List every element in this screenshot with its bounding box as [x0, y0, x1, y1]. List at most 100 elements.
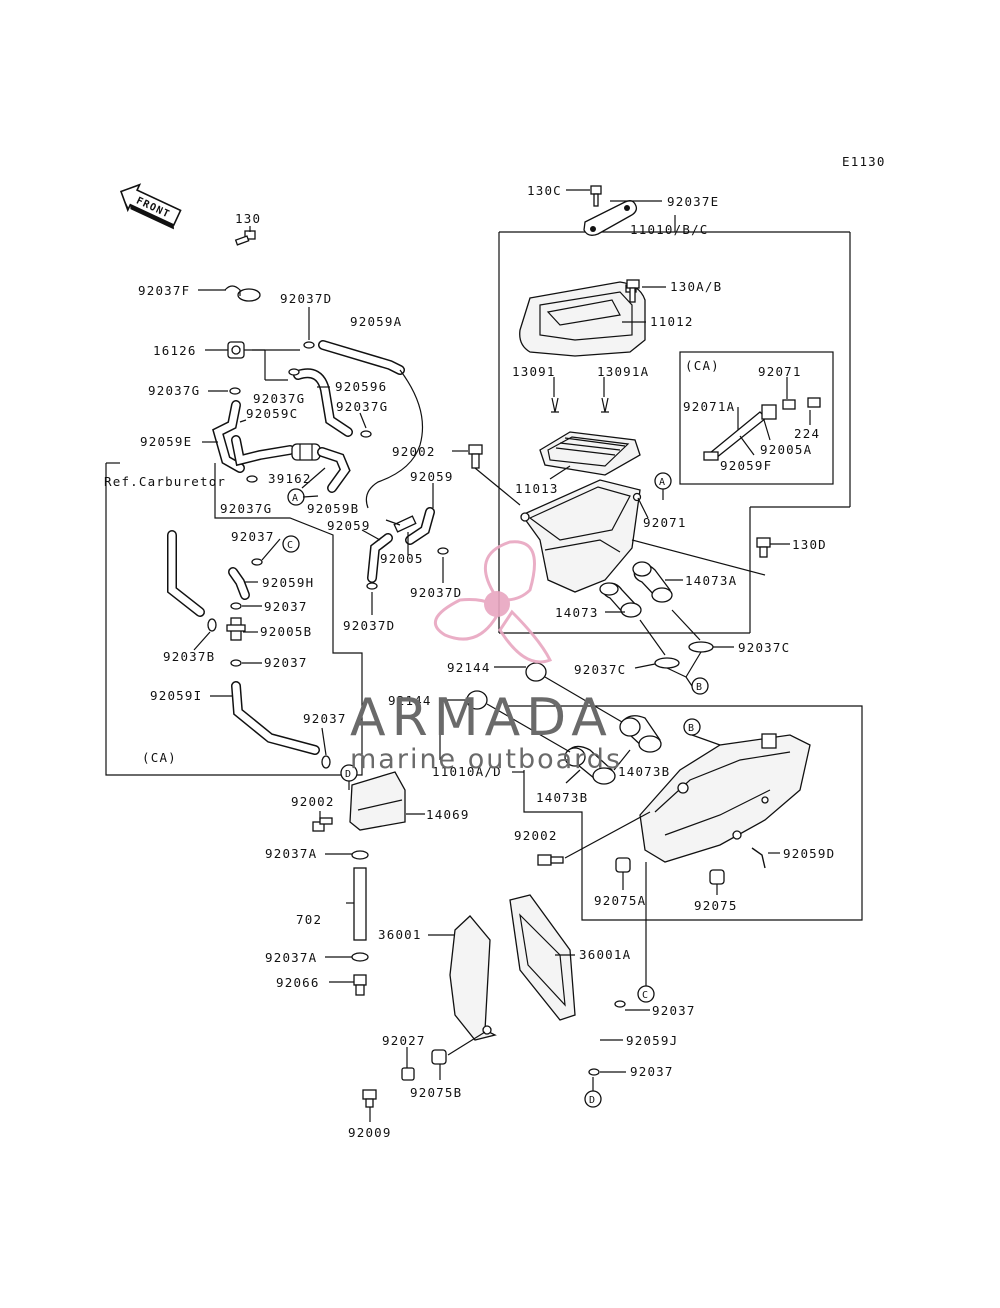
hose-92059-a — [405, 507, 435, 545]
clamp-92037A-a — [351, 850, 369, 860]
label-92037-e: 92037 — [652, 1003, 696, 1018]
bolt-130 — [234, 230, 256, 246]
label-36001A: 36001A — [579, 947, 631, 962]
label-92059J: 92059J — [626, 1033, 678, 1048]
label-92037G-d: 92037G — [220, 501, 272, 516]
clamp-92037G-a — [229, 387, 241, 395]
label-16126: 16126 — [153, 343, 197, 358]
diagram-code: E1130 — [842, 154, 886, 169]
label-130AB: 130A/B — [670, 279, 722, 294]
airbox-cover-11012 — [519, 281, 646, 357]
label-92059-b: 92059 — [327, 518, 371, 533]
clamp-92037D-top — [303, 341, 315, 349]
label-92075B: 92075B — [410, 1085, 462, 1100]
label-92059H: 92059H — [262, 575, 314, 590]
callout-b-top: B — [691, 677, 709, 695]
label-92037F: 92037F — [138, 283, 190, 298]
clamp-92037G-b — [288, 368, 300, 376]
bolt-92002-lower — [537, 854, 564, 866]
valve-16126 — [227, 341, 300, 359]
elbow-92059D — [751, 847, 766, 869]
leader-lines — [193, 189, 811, 1122]
label-11013: 11013 — [515, 481, 559, 496]
label-92037A-a: 92037A — [265, 846, 317, 861]
label-224: 224 — [794, 426, 820, 441]
label-92037C-b: 92037C — [574, 662, 626, 677]
part-labels: 130C 92037E 11010/B/C 130 92037F 92037D … — [104, 183, 835, 1140]
label-920596: 920596 — [335, 379, 387, 394]
label-92005B: 92005B — [260, 624, 312, 639]
callout-d-lower: D — [584, 1090, 602, 1108]
bolt-224 — [807, 397, 821, 408]
label-14069: 14069 — [426, 807, 470, 822]
clamp-92037C-b — [688, 641, 714, 653]
label-14073B-a: 14073B — [618, 764, 670, 779]
svg-text:D: D — [345, 769, 352, 780]
propeller-logo-icon — [433, 540, 553, 664]
bolt-92002-top — [468, 444, 483, 469]
label-92037-d: 92037 — [303, 711, 347, 726]
bolt-92002-left — [312, 817, 333, 832]
callout-b-lower: B — [683, 718, 701, 736]
label-11012: 11012 — [650, 314, 694, 329]
ca-box-label: (CA) — [685, 358, 720, 373]
label-92037G-a: 92037G — [148, 383, 200, 398]
label-14073B-b: 14073B — [536, 790, 588, 805]
watermark-brand: ARMADA — [350, 688, 613, 748]
clamp-92037-c — [230, 659, 242, 667]
label-92037-c: 92037 — [264, 655, 308, 670]
label-92027: 92027 — [382, 1033, 426, 1048]
label-92059I: 92059I — [150, 688, 202, 703]
plate-92037E — [583, 200, 638, 236]
hose-92059I — [231, 681, 320, 755]
callout-a-right: A — [654, 472, 672, 490]
bolt-130AB — [626, 279, 640, 303]
label-92144-a: 92144 — [447, 660, 491, 675]
label-92037B: 92037B — [163, 649, 215, 664]
svg-text:A: A — [659, 477, 666, 488]
label-14073: 14073 — [555, 605, 599, 620]
fitting-92071A — [703, 451, 719, 461]
fitting-92066 — [353, 974, 367, 996]
label-130C: 130C — [527, 183, 562, 198]
filter-39162 — [291, 443, 321, 461]
label-130D: 130D — [792, 537, 827, 552]
upper-assembly-box — [498, 215, 851, 634]
hose-92059A — [318, 340, 423, 509]
label-92037: 92037 — [231, 529, 275, 544]
fitting-92005B — [226, 617, 246, 641]
label-92075: 92075 — [694, 898, 738, 913]
duct-14073 — [599, 582, 642, 618]
label-92059E: 92059E — [140, 434, 192, 449]
fitting-92005 — [393, 515, 417, 533]
label-92059A: 92059A — [350, 314, 402, 329]
label-92037E: 92037E — [667, 194, 719, 209]
label-702: 702 — [296, 912, 322, 927]
label-92071A: 92071A — [683, 399, 735, 414]
clamp-92037G-d — [246, 475, 258, 483]
label-92037D-top: 92037D — [280, 291, 332, 306]
hose-702 — [353, 867, 367, 941]
hose-920596 — [293, 368, 353, 437]
svg-text:B: B — [688, 723, 695, 734]
label-92009: 92009 — [348, 1125, 392, 1140]
label-92071-ca: 92071 — [758, 364, 802, 379]
bolt-130C — [590, 185, 602, 207]
clamp-92037-e — [614, 1000, 626, 1008]
label-92059D: 92059D — [783, 846, 835, 861]
hose-ref-carb — [167, 530, 205, 617]
duct-14073A — [632, 561, 673, 603]
label-92005A: 92005A — [760, 442, 812, 457]
label-92037G-b: 92037G — [253, 391, 305, 406]
label-92059F: 92059F — [720, 458, 772, 473]
clamp-92037 — [251, 558, 263, 566]
clamp-92037D-low — [366, 582, 378, 590]
ref-carburetor-label: Ref.Carburetor — [104, 474, 226, 489]
svg-text:A: A — [292, 493, 299, 504]
label-11010AD: 11010A/D — [432, 764, 502, 779]
clamp-92037-d — [321, 755, 331, 769]
label-11010BC: 11010/B/C — [630, 222, 709, 237]
label-92037-f: 92037 — [630, 1064, 674, 1079]
hose-92059C — [212, 400, 295, 473]
